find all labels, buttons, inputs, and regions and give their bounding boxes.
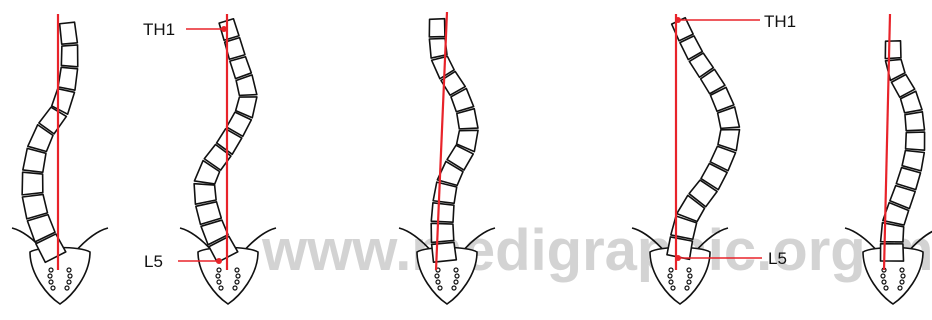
- vertebra-3-1: [429, 19, 445, 37]
- vertebra-5-1: [885, 41, 901, 59]
- l5-dot-right: [675, 255, 681, 261]
- vertebra-1-3: [58, 67, 77, 90]
- th1-dot-right: [675, 17, 681, 23]
- th1-dot-left: [221, 26, 227, 32]
- vertebra-5-5: [905, 112, 925, 131]
- vertebra-3-6: [457, 109, 478, 129]
- vertebra-1-1: [60, 22, 78, 44]
- vertebra-1-2: [61, 45, 77, 67]
- l5-dot-left: [216, 258, 222, 264]
- vertebra-1-8: [22, 172, 43, 195]
- sacrum-1: [30, 248, 90, 305]
- vertebra-5-7: [902, 150, 924, 170]
- label-l5-left: L5: [144, 252, 163, 271]
- watermark: www.medigraphic.org.mx: [261, 218, 932, 283]
- vertebra-2-10: [194, 184, 216, 205]
- label-l5-right: L5: [768, 249, 787, 268]
- vertebra-3-11: [431, 203, 454, 222]
- label-th1-right: TH1: [764, 12, 796, 31]
- label-th1-left: TH1: [143, 20, 175, 39]
- vertebra-3-10: [433, 182, 457, 203]
- spine-figure-1: [12, 14, 108, 304]
- vertebra-2-3: [230, 57, 251, 79]
- vertebra-1-7: [23, 148, 46, 172]
- vertebra-3-12: [431, 223, 454, 242]
- vertebra-5-6: [906, 132, 925, 150]
